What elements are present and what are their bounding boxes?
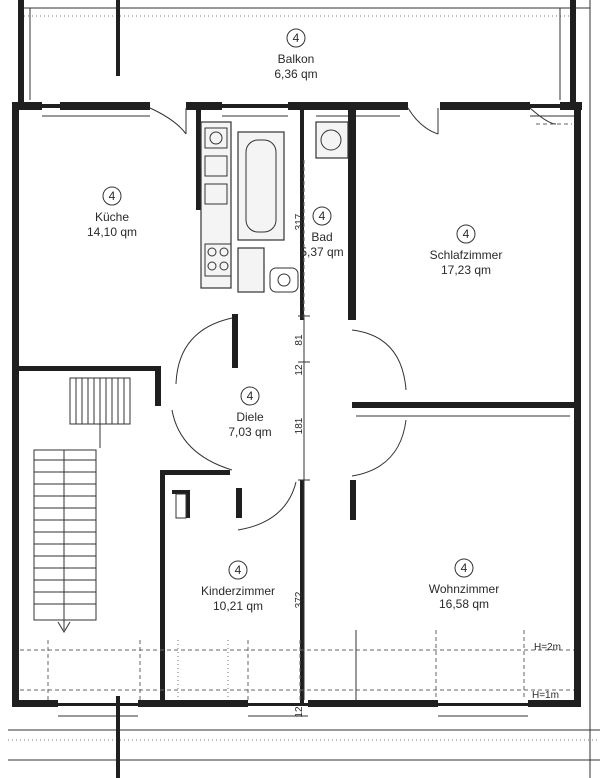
room-number: 4 bbox=[293, 31, 300, 45]
balcony-outline bbox=[18, 0, 591, 778]
room-number-circle bbox=[454, 558, 474, 578]
height-mark-2m: H=2m bbox=[534, 642, 561, 653]
room-number-circle bbox=[286, 28, 306, 48]
room-area: 5,37 qm bbox=[300, 245, 343, 259]
room-number: 4 bbox=[463, 227, 470, 241]
dimension-label: 317 bbox=[294, 213, 305, 230]
room-number: 4 bbox=[247, 389, 254, 403]
room-name: Kinderzimmer bbox=[201, 584, 275, 598]
room-number: 4 bbox=[235, 563, 242, 577]
room-name: Wohnzimmer bbox=[429, 582, 499, 596]
kitchen-fixtures bbox=[200, 121, 232, 289]
staircase bbox=[33, 377, 131, 633]
dimension-label: 181 bbox=[294, 417, 305, 434]
dimension-label: 12 bbox=[294, 706, 305, 718]
roof-slope-lines bbox=[20, 630, 574, 700]
dimension-label: 81 bbox=[294, 334, 305, 346]
room-number-circle bbox=[240, 386, 260, 406]
room-name: Balkon bbox=[278, 52, 315, 66]
room-area: 6,36 qm bbox=[274, 67, 317, 81]
room-name: Küche bbox=[95, 210, 129, 224]
room-number-circle bbox=[312, 206, 332, 226]
height-mark-1m: H=1m bbox=[532, 690, 559, 701]
dimension-lines bbox=[298, 315, 310, 700]
dimension-label: 372 bbox=[294, 591, 305, 608]
room-name: Diele bbox=[236, 410, 264, 424]
room-area: 16,58 qm bbox=[439, 597, 489, 611]
room-number: 4 bbox=[461, 561, 468, 575]
room-area: 17,23 qm bbox=[441, 263, 491, 277]
bath-fixtures bbox=[237, 121, 349, 318]
room-name: Schlafzimmer bbox=[430, 248, 503, 262]
room-number-circle bbox=[228, 560, 248, 580]
room-area: 10,21 qm bbox=[213, 599, 263, 613]
room-number: 4 bbox=[109, 189, 116, 203]
room-number-circle bbox=[456, 224, 476, 244]
room-number: 4 bbox=[319, 209, 326, 223]
room-area: 7,03 qm bbox=[228, 425, 271, 439]
dimension-label: 12 bbox=[294, 364, 305, 376]
room-number-circle bbox=[102, 186, 122, 206]
room-area: 14,10 qm bbox=[87, 225, 137, 239]
doors bbox=[149, 107, 572, 531]
interior-walls bbox=[19, 110, 578, 706]
room-name: Bad bbox=[311, 230, 332, 244]
